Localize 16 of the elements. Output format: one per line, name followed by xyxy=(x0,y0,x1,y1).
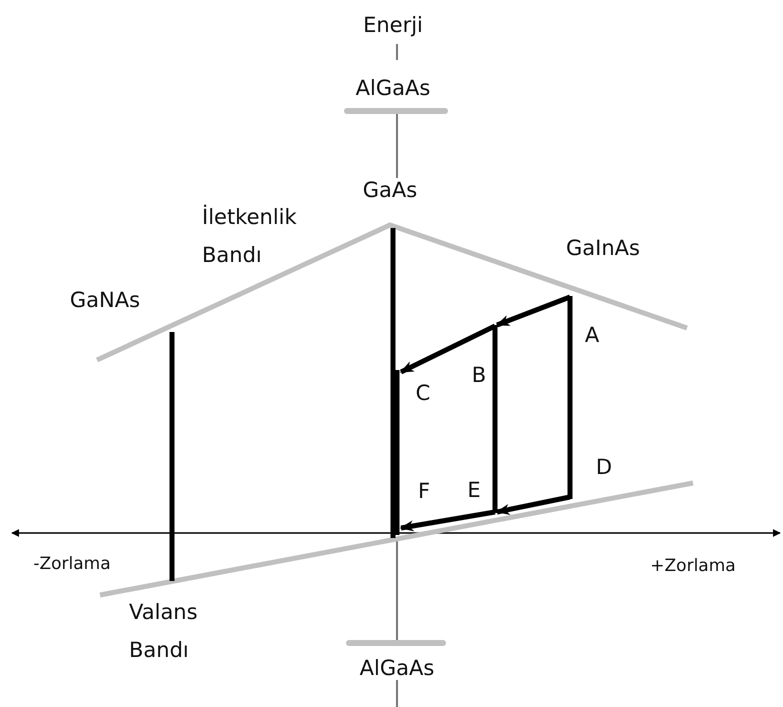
point-label: F xyxy=(418,478,430,504)
point-label: B xyxy=(472,362,486,388)
material-label: GaNAs xyxy=(70,288,140,312)
point-label: A xyxy=(584,322,600,348)
point-label: E xyxy=(467,478,481,502)
material-label: GaInAs xyxy=(566,236,640,260)
band-label: İletkenlik Bandı xyxy=(202,204,298,269)
axis-label: +Zorlama xyxy=(650,557,736,577)
point-label: C xyxy=(416,380,430,406)
material-label: AlGaAs xyxy=(360,656,434,680)
axis-label: -Zorlama xyxy=(33,555,111,575)
material-label: AlGaAs xyxy=(356,76,430,100)
point-label: D xyxy=(596,454,612,480)
axis-label: Enerji xyxy=(363,12,423,38)
material-label: GaAs xyxy=(362,178,418,202)
band-label: Valans Bandı xyxy=(129,599,199,664)
